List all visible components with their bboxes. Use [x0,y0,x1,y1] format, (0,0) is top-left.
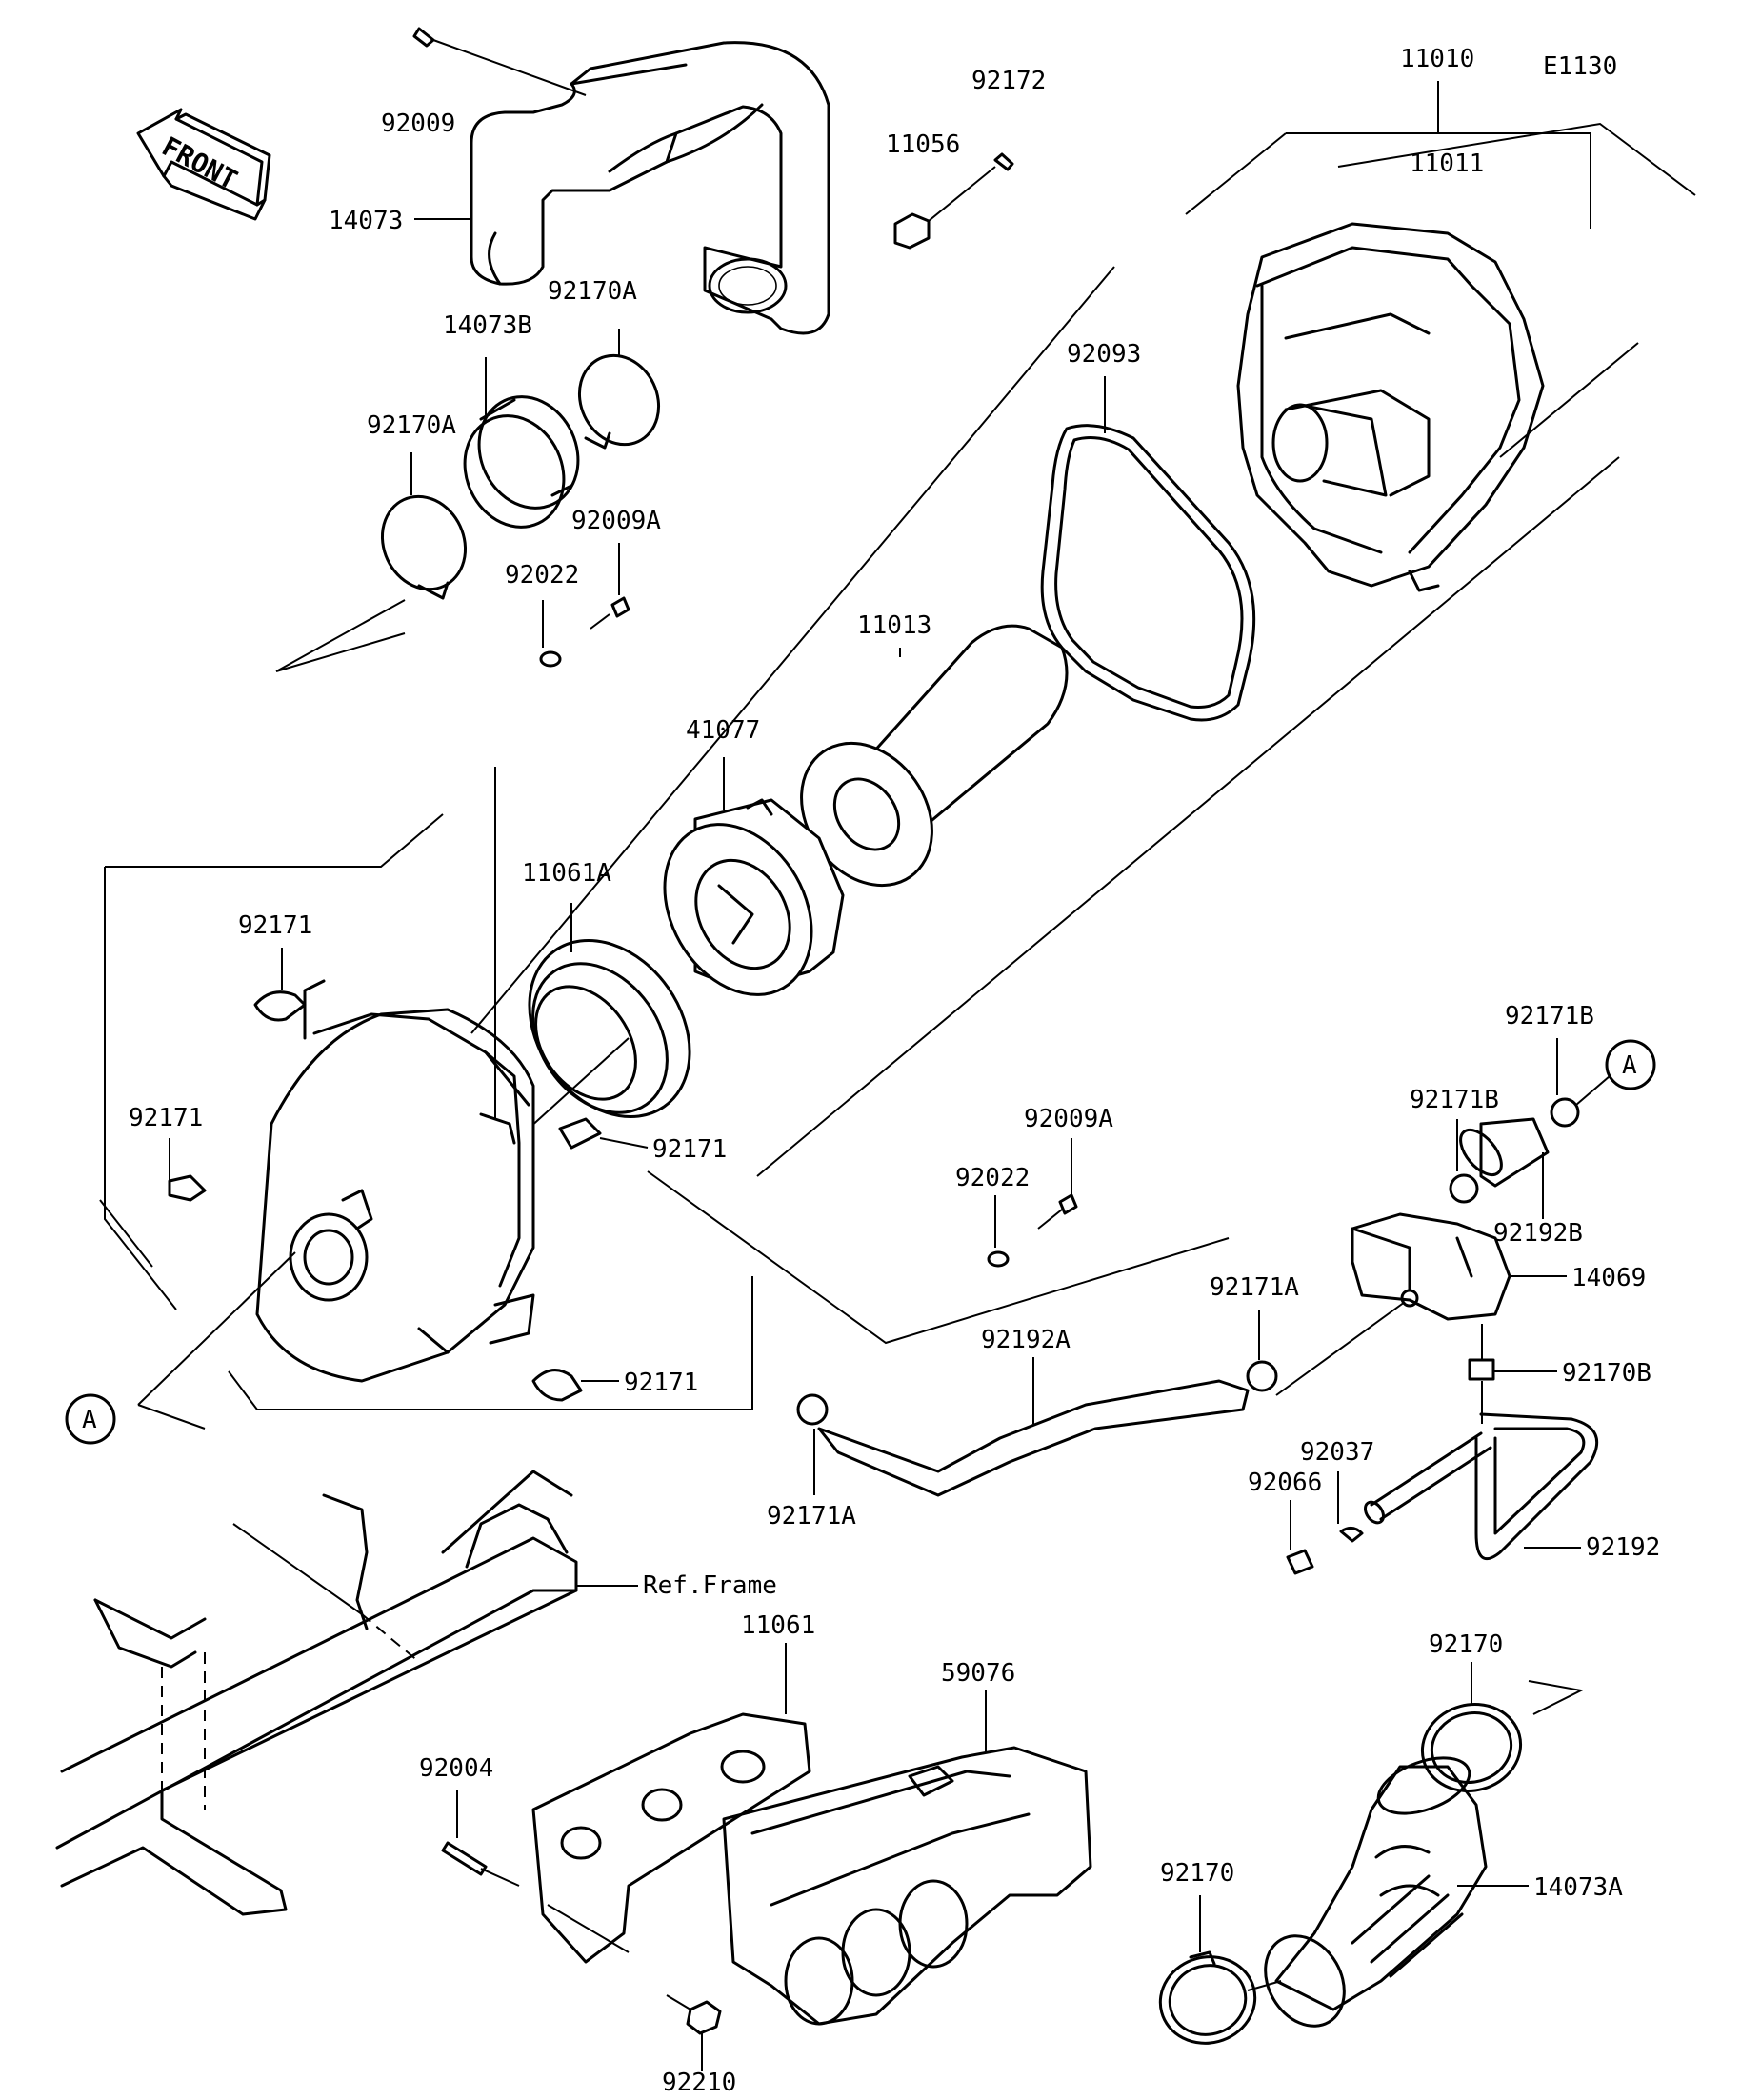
label-92009A-mid: 92009A [1024,1105,1113,1133]
clamp-92170A-top [577,329,661,450]
clamp-92170-bottom [1158,1895,1257,2045]
label-14073B: 14073B [443,311,532,340]
clip-92171-top [253,948,307,1022]
label-92022-mid: 92022 [955,1164,1030,1192]
label-11061: 11061 [741,1611,815,1640]
label-ref-frame: Ref.Frame [643,1571,777,1600]
label-92210: 92210 [662,2069,736,2097]
clamp-92170B [1468,1324,1557,1381]
ref-a-left: A [65,1393,116,1445]
washer-92022-mid [987,1195,1010,1268]
cap-92066 [1286,1500,1314,1575]
label-14073A: 14073A [1533,1873,1623,1902]
clip-92171-bottom [531,1369,619,1402]
label-92009: 92009 [381,110,455,138]
washer-92022-top [539,600,562,668]
label-92171A-left: 92171A [767,1502,856,1530]
label-92192: 92192 [1586,1533,1660,1562]
intake-59076 [722,1690,1092,2026]
label-92171B-top: 92171B [1505,1002,1594,1030]
gasket-92093 [1040,376,1256,722]
gasket-11061 [531,1643,811,1964]
clip-92037 [1337,1471,1364,1543]
filter-11013 [800,624,1069,888]
label-11010: 11010 [1400,45,1474,73]
label-92192B: 92192B [1493,1219,1583,1248]
label-92171A-right: 92171A [1210,1273,1299,1302]
clamp-92171B-top [1550,1038,1580,1128]
stud-92004 [441,1790,520,1887]
label-11056: 11056 [886,130,960,159]
housing-box [99,266,1620,1410]
ref-a-right-text: A [1622,1051,1637,1080]
label-92170B: 92170B [1562,1359,1651,1388]
front-arrow-icon: FRONT [136,108,271,221]
clip-92171-mid [558,1117,649,1150]
airbox-cover-11011 [1236,122,1696,592]
ref-a-right: A [1575,1039,1656,1106]
clamp-92170-top [1420,1662,1585,1793]
hose-92192A [817,1357,1250,1497]
label-92066: 92066 [1248,1469,1322,1497]
hose-92192B [1459,1117,1550,1219]
label-92170-bottom: 92170 [1160,1859,1234,1888]
diagram-code: E1130 [1543,52,1617,81]
label-92170A-top: 92170A [548,277,637,306]
boot-14073A [1247,1756,1529,2028]
label-14069: 14069 [1571,1264,1646,1292]
clamp-92171A-right [1246,1310,1278,1392]
clamp-92171A-left [796,1393,829,1495]
clamp-92170A-left [275,452,468,672]
duct-14073 [470,41,830,335]
label-92037: 92037 [1300,1438,1374,1467]
label-14073: 14073 [329,207,403,235]
label-92170-top: 92170 [1429,1630,1503,1659]
label-92171B-mid: 92171B [1410,1086,1499,1114]
nut-92210 [666,1994,722,2071]
label-92022-top: 92022 [505,561,579,590]
clip-92171-left [168,1138,207,1202]
airbox-housing [255,979,535,1383]
label-92171-c: 92171 [652,1135,727,1164]
bolt-92009 [412,27,587,96]
hose-92192 [1363,1381,1599,1561]
leader-11010 [1185,81,1591,229]
ref-frame [55,1470,638,1916]
bracket-11056 [893,152,1014,250]
label-41077: 41077 [686,716,760,745]
sleeve-14073B [463,357,580,529]
label-59076: 59076 [941,1659,1015,1688]
fitting-14069 [1275,1212,1567,1396]
ref-a-left-text: A [82,1406,97,1434]
clamp-92171B-mid [1449,1119,1479,1204]
label-92004: 92004 [419,1754,493,1783]
label-92170A-left: 92170A [367,411,456,440]
label-92171-b: 92171 [129,1104,203,1132]
label-92172: 92172 [971,67,1046,95]
element-41077 [663,757,845,996]
label-11011: 11011 [1410,150,1484,178]
ring-11061A [528,903,691,1130]
label-92171-a: 92171 [238,911,312,940]
label-92171-d: 92171 [624,1369,698,1397]
label-92093: 92093 [1067,340,1141,369]
label-92192A: 92192A [981,1326,1071,1354]
bolt-92009A-top [590,543,630,630]
label-92009A-top: 92009A [571,507,661,535]
label-11013: 11013 [857,611,931,640]
bolt-92009A-mid [1037,1138,1078,1230]
label-11061A: 11061A [522,859,611,888]
